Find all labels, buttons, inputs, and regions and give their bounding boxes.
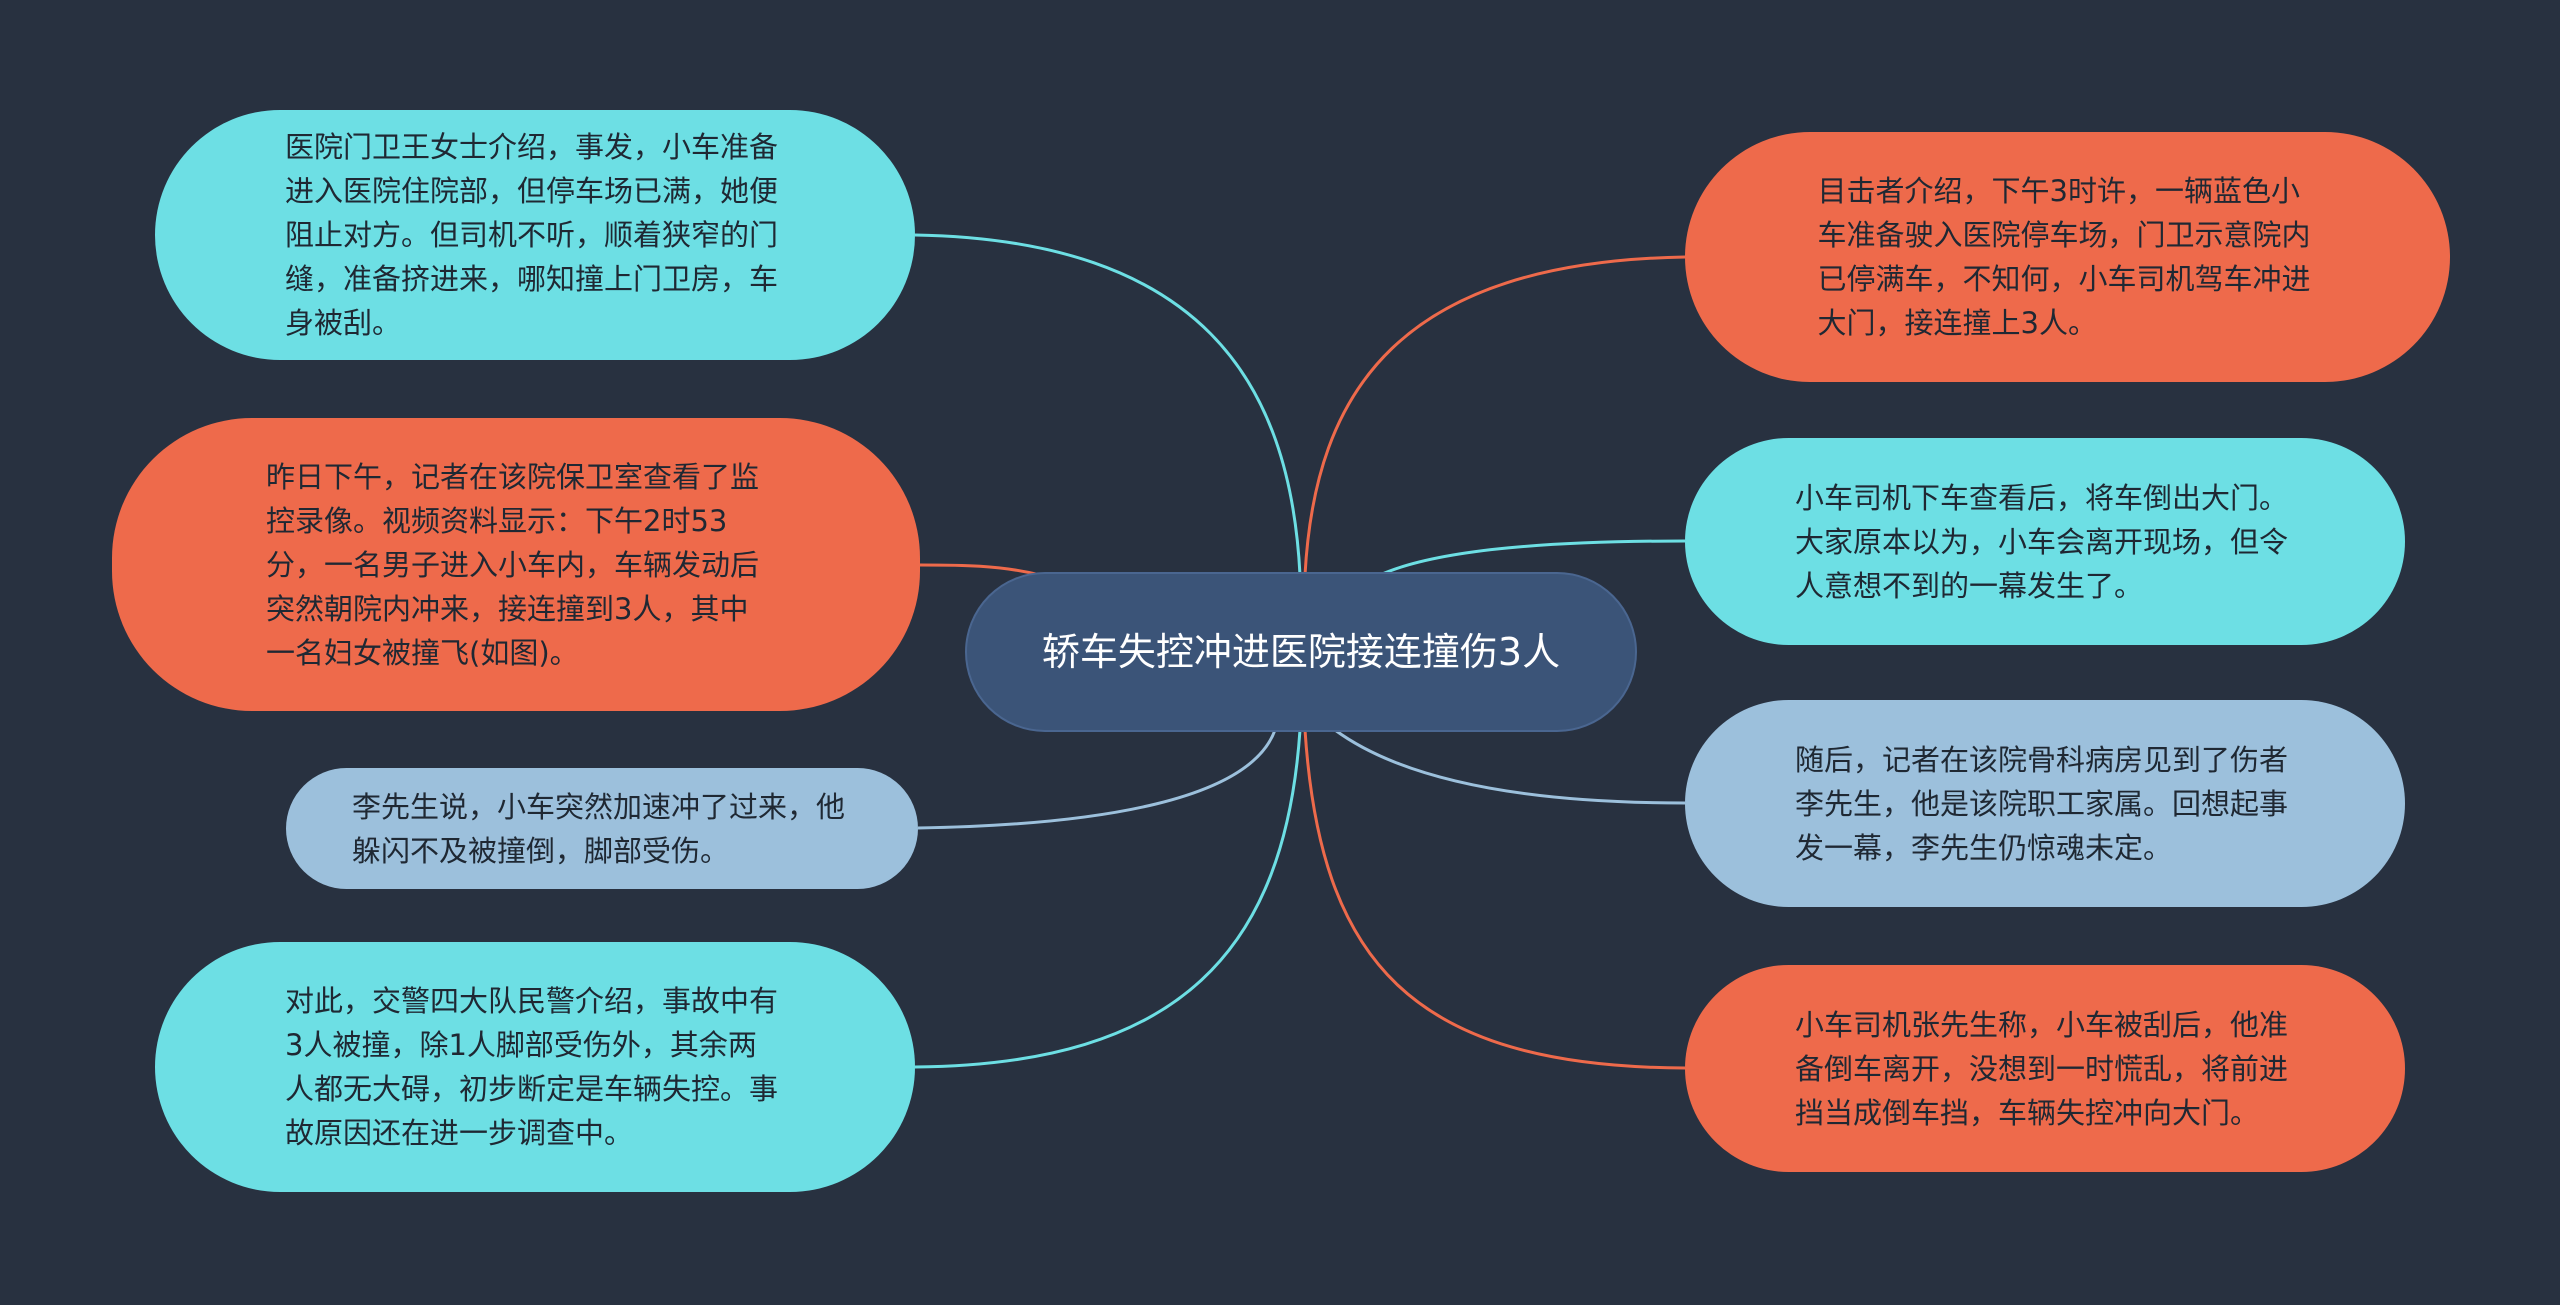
- topic-node-8-text: 小车司机张先生称，小车被刮后，他准备倒车离开，没想到一时慌乱，将前进挡当成倒车挡…: [1795, 1007, 2289, 1130]
- link-n5: [1303, 255, 1686, 576]
- root-topic[interactable]: 轿车失控冲进医院接连撞伤3人: [965, 572, 1637, 732]
- link-n7: [1334, 728, 1686, 805]
- topic-node-2[interactable]: 昨日下午，记者在该院保卫室查看了监控录像。视频资料显示：下午2时53分，一名男子…: [112, 418, 920, 711]
- link-n2: [919, 563, 1041, 577]
- topic-node-1[interactable]: 医院门卫王女士介绍，事发，小车准备进入医院住院部，但停车场已满，她便阻止对方。但…: [155, 110, 915, 360]
- topic-node-2-text: 昨日下午，记者在该院保卫室查看了监控录像。视频资料显示：下午2时53分，一名男子…: [266, 459, 760, 670]
- link-n3: [917, 729, 1277, 830]
- topic-node-7[interactable]: 随后，记者在该院骨科病房见到了伤者李先生，他是该院职工家属。回想起事发一幕，李先…: [1685, 700, 2405, 907]
- topic-node-4[interactable]: 对此，交警四大队民警介绍，事故中有3人被撞，除1人脚部受伤外，其余两人都无大碍，…: [155, 942, 915, 1192]
- topic-node-1-text: 医院门卫王女士介绍，事发，小车准备进入医院住院部，但停车场已满，她便阻止对方。但…: [285, 130, 779, 340]
- topic-node-8[interactable]: 小车司机张先生称，小车被刮后，他准备倒车离开，没想到一时慌乱，将前进挡当成倒车挡…: [1685, 965, 2405, 1172]
- topic-node-6[interactable]: 小车司机下车查看后，将车倒出大门。大家原本以为，小车会离开现场，但令人意想不到的…: [1685, 438, 2405, 645]
- topic-node-7-text: 随后，记者在该院骨科病房见到了伤者李先生，他是该院职工家属。回想起事发一幕，李先…: [1795, 742, 2289, 865]
- link-n1: [914, 233, 1302, 576]
- topic-node-3[interactable]: 李先生说，小车突然加速冲了过来，他躲闪不及被撞倒，脚部受伤。: [286, 768, 918, 889]
- topic-node-5[interactable]: 目击者介绍，下午3时许，一辆蓝色小车准备驶入医院停车场，门卫示意院内已停满车，不…: [1685, 132, 2450, 382]
- topic-node-6-text: 小车司机下车查看后，将车倒出大门。大家原本以为，小车会离开现场，但令人意想不到的…: [1795, 480, 2289, 603]
- link-n8: [1303, 729, 1686, 1070]
- link-n6: [1379, 539, 1686, 577]
- link-n4: [914, 729, 1302, 1069]
- topic-node-3-text: 李先生说，小车突然加速冲了过来，他躲闪不及被撞倒，脚部受伤。: [352, 789, 846, 868]
- topic-node-5-text: 目击者介绍，下午3时许，一辆蓝色小车准备驶入医院停车场，门卫示意院内已停满车，不…: [1817, 174, 2311, 340]
- topic-node-4-text: 对此，交警四大队民警介绍，事故中有3人被撞，除1人脚部受伤外，其余两人都无大碍，…: [285, 984, 779, 1150]
- root-topic-label: 轿车失控冲进医院接连撞伤3人: [1041, 630, 1561, 674]
